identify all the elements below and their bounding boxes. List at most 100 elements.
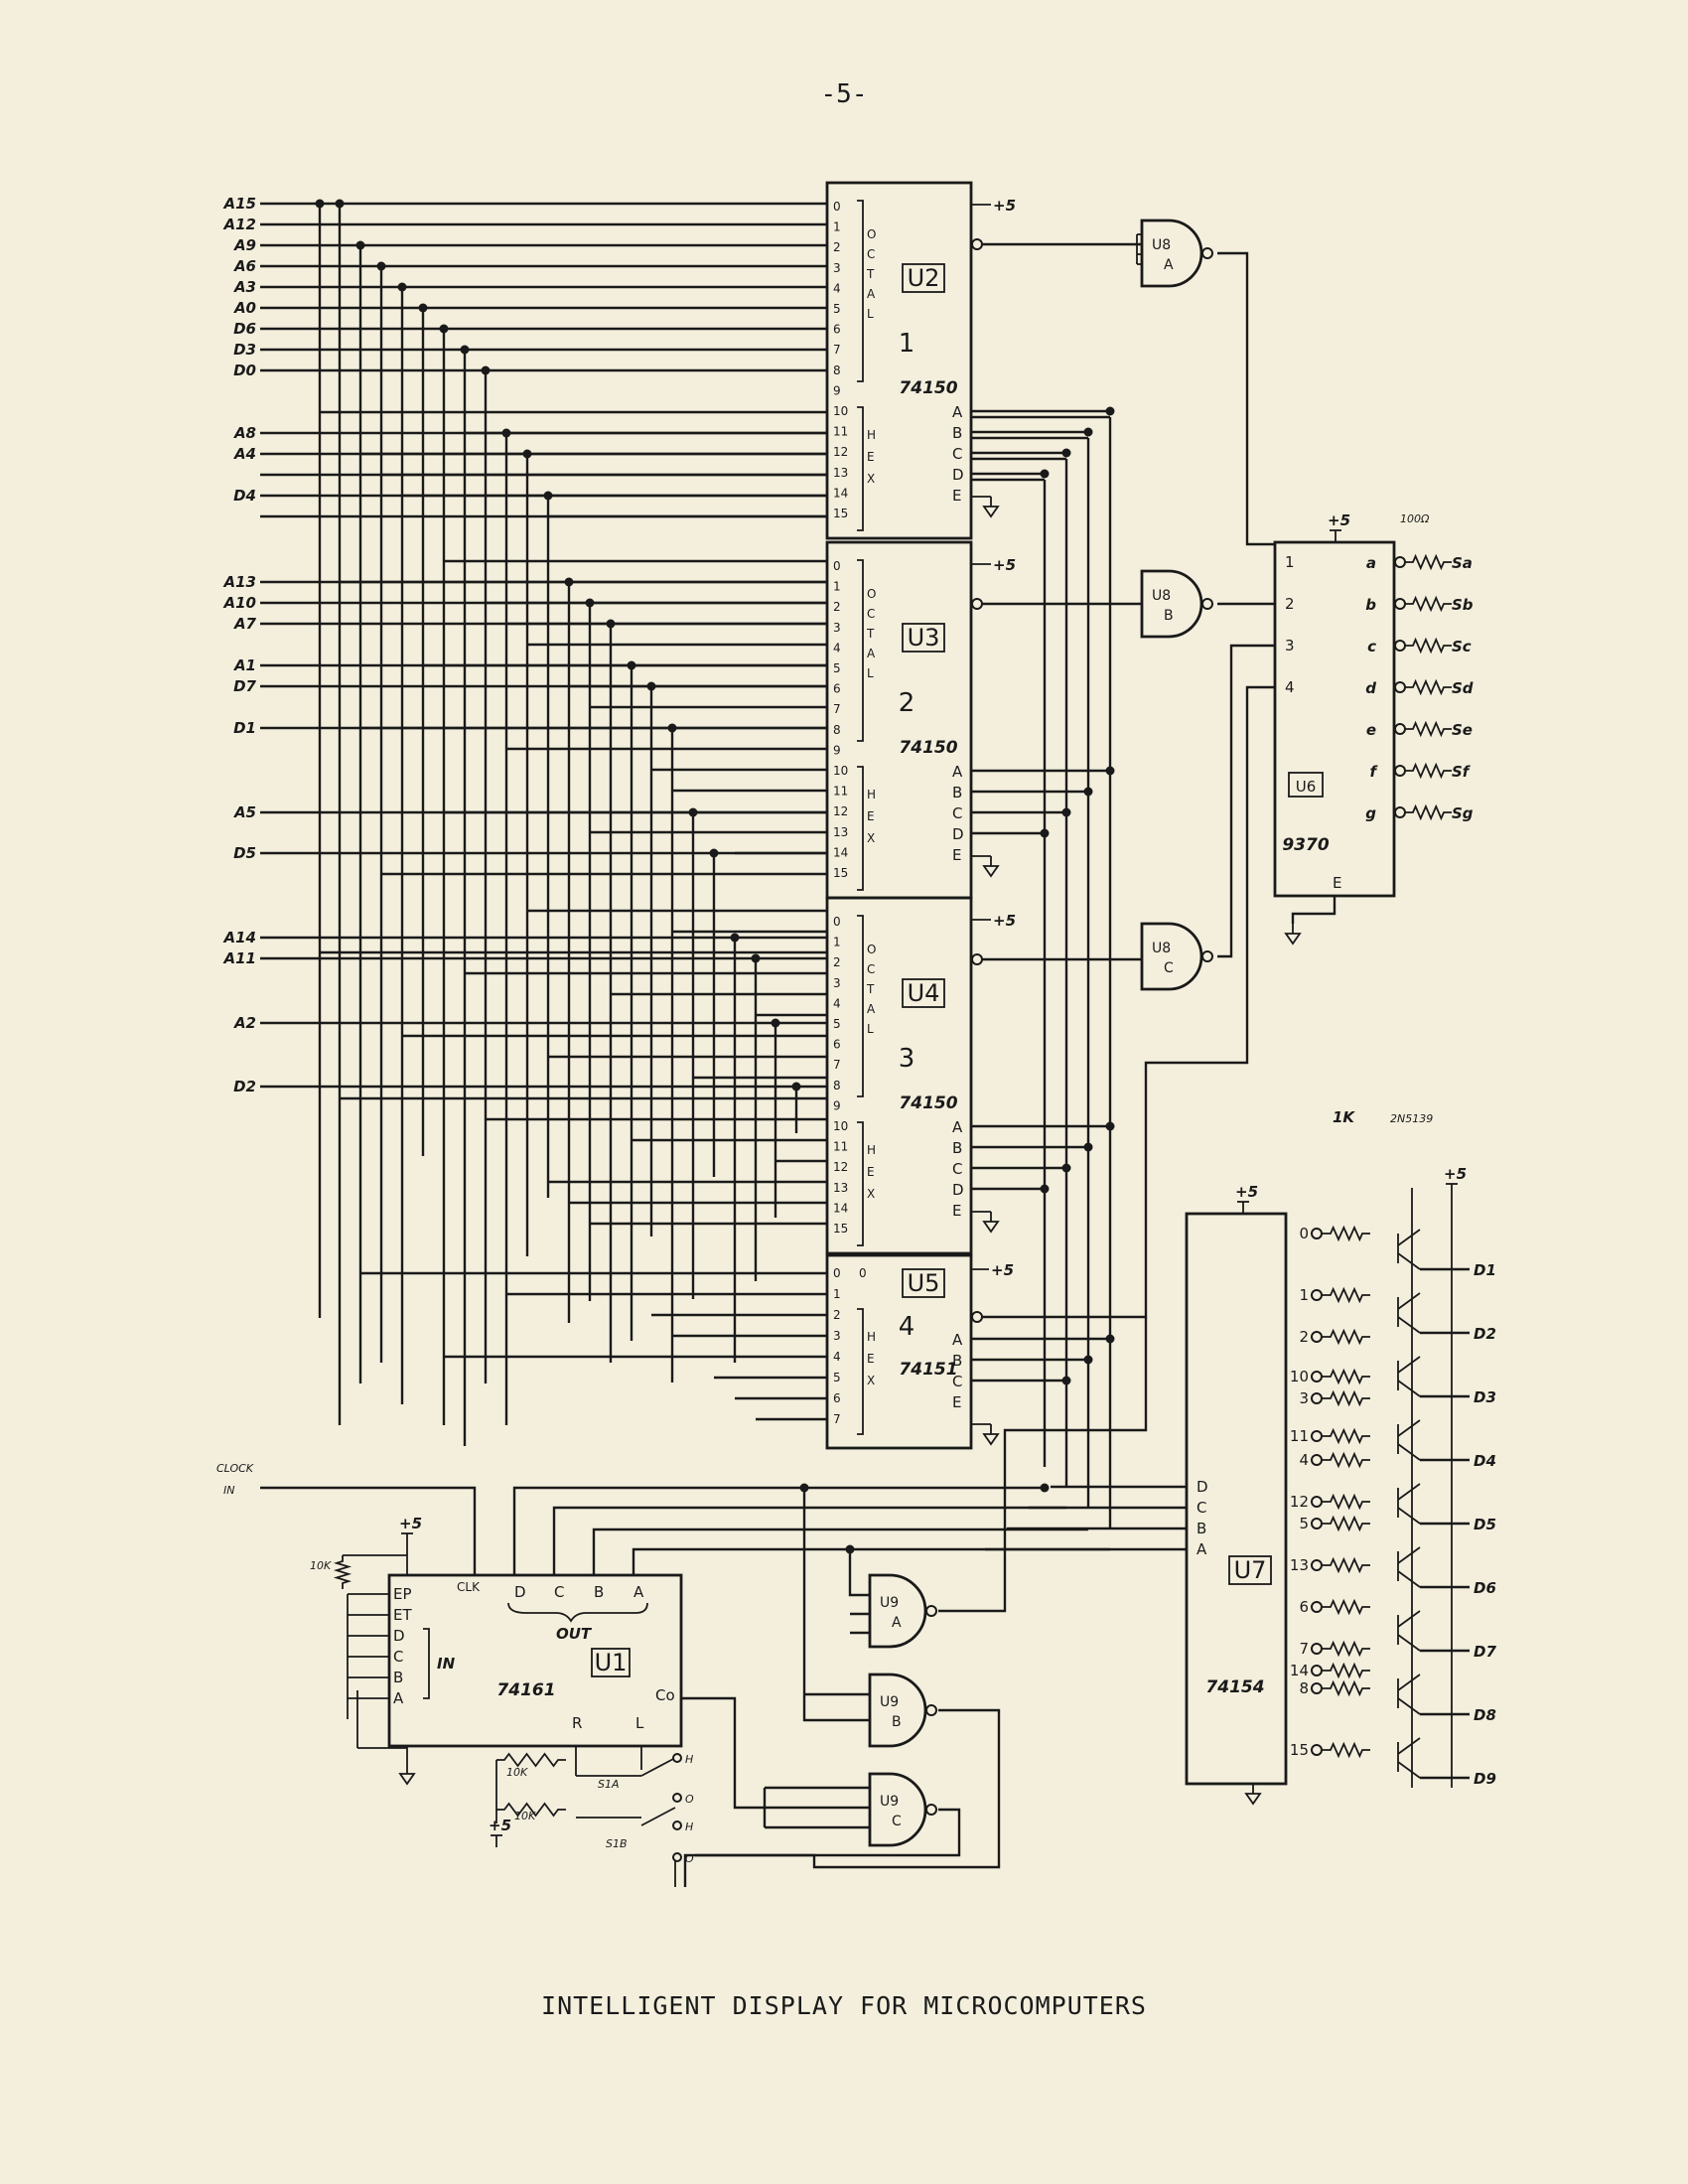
- u7-out-resistor-7: [1323, 1640, 1370, 1658]
- u1-ground: [398, 1773, 416, 1786]
- bus-junction-20: [730, 933, 740, 943]
- digit-D6: D6: [1474, 1579, 1496, 1597]
- switch-r1: [496, 1752, 566, 1768]
- u1-out-dot-2: [1040, 1483, 1050, 1493]
- input-D4: D4: [233, 487, 256, 505]
- u7-out-bubble-8: [1311, 1682, 1323, 1694]
- u5-sel-E: E: [952, 1393, 961, 1411]
- clock-wire: [260, 1486, 477, 1575]
- u2-vcc-label: +5: [993, 197, 1016, 215]
- u3-select-dot-0: [1105, 766, 1115, 776]
- u5-pin-6: 6: [833, 1391, 841, 1405]
- u7-out-11: 11: [1290, 1427, 1309, 1445]
- u4-ref: U4: [908, 979, 940, 1007]
- u3-hex-0: H: [867, 788, 876, 801]
- u4-sel-E: E: [952, 1202, 961, 1220]
- gate-u8a-ref: U8: [1152, 237, 1171, 253]
- u2-octal-0: O: [867, 227, 876, 241]
- u7-out-3: 3: [1299, 1389, 1309, 1407]
- u3-enable-ground: [982, 865, 1000, 878]
- transistor-vcc-label: +5: [1444, 1165, 1467, 1183]
- u2-sel-C: C: [952, 445, 962, 463]
- input-A8: A8: [233, 424, 256, 442]
- u3-pin-8: 8: [833, 723, 841, 737]
- input-A1: A1: [233, 656, 256, 674]
- switch-r2-label: 10K: [514, 1810, 536, 1822]
- gate-u8c-ref: U8: [1152, 941, 1171, 956]
- u1-in-brace: [423, 1628, 430, 1699]
- u1-out-A: A: [633, 1583, 644, 1601]
- u7-ref: U7: [1234, 1556, 1267, 1584]
- u3-hex-2: X: [867, 831, 875, 845]
- u6-seg-b: b: [1365, 596, 1376, 614]
- bus-junction-5: [418, 303, 428, 313]
- input-D7: D7: [233, 677, 256, 695]
- bus-junction-0: [315, 199, 325, 209]
- u4-output-bubble: [971, 953, 983, 965]
- bus-junction-12: [564, 577, 574, 587]
- input-A14: A14: [223, 929, 256, 946]
- u1-in-label: IN: [437, 1655, 456, 1673]
- digit-D8: D8: [1474, 1706, 1496, 1724]
- u4-pin-4: 4: [833, 996, 841, 1010]
- u7-out-14: 14: [1290, 1662, 1309, 1679]
- bus-junction-3: [376, 261, 386, 271]
- u5-pin0-out: 0: [859, 1266, 867, 1280]
- u7-resistor-label: 1K: [1333, 1108, 1355, 1126]
- u5-pin-4: 4: [833, 1350, 841, 1364]
- u1-vcc-label: +5: [399, 1515, 422, 1532]
- transistor-D9: [1397, 1737, 1421, 1779]
- u6-enable: E: [1333, 874, 1341, 892]
- u5-hex-brace: [857, 1308, 864, 1435]
- u5-enable-ground: [982, 1433, 1000, 1446]
- u2-pin-3: 3: [833, 261, 841, 275]
- u4-sel-D: D: [952, 1181, 964, 1199]
- u6-resistor-label: 100Ω: [1400, 512, 1430, 525]
- u7-out-resistor-15: [1323, 1741, 1370, 1759]
- u7-out-15: 15: [1290, 1741, 1309, 1759]
- u4-octal-3: A: [867, 1002, 876, 1016]
- gate-u9c-unit: C: [892, 1814, 902, 1829]
- u9a-out: [938, 1317, 1148, 1613]
- input-D0: D0: [233, 362, 256, 379]
- u2-pin-15: 15: [833, 507, 848, 520]
- u2-select-dot-3: [1040, 469, 1050, 479]
- input-A11: A11: [223, 949, 256, 967]
- gate-u8a-bubble: [1201, 247, 1213, 259]
- u7-out-5: 5: [1299, 1515, 1309, 1532]
- u7-out-6: 6: [1299, 1598, 1309, 1616]
- chip-u6: [1273, 540, 1396, 898]
- bus-junction-18: [688, 807, 698, 817]
- u1-pin-ET: ET: [393, 1606, 412, 1624]
- u2-select-dot-2: [1061, 448, 1071, 458]
- u2-hex-brace: [857, 406, 864, 531]
- u1-out-B: B: [594, 1583, 604, 1601]
- input-A13: A13: [223, 573, 256, 591]
- u7-out-resistor-11: [1323, 1427, 1370, 1445]
- u6-in-1: 1: [1285, 553, 1295, 571]
- bus-junction-22: [771, 1018, 780, 1028]
- u7-out-2: 2: [1299, 1328, 1309, 1346]
- u6-seg-bubble-b: [1394, 598, 1406, 610]
- u3-sel-A: A: [952, 763, 963, 781]
- gate-u9c-ref: U9: [880, 1794, 899, 1810]
- u6-ground: [1284, 933, 1302, 946]
- u5-pin-3: 3: [833, 1329, 841, 1343]
- u1-pin-C: C: [393, 1648, 403, 1666]
- u4-octal-1: C: [867, 962, 875, 976]
- u7-out-12: 12: [1290, 1493, 1309, 1511]
- u4-part: 74150: [899, 1093, 957, 1113]
- input-D5: D5: [233, 844, 256, 862]
- u7-out-resistor-10: [1323, 1368, 1370, 1385]
- u7-out-resistor-3: [1323, 1389, 1370, 1407]
- u3-octal-1: C: [867, 607, 875, 621]
- u4-sel-C: C: [952, 1160, 962, 1178]
- switch-contact-3: [672, 1852, 682, 1862]
- u3-pin-1: 1: [833, 580, 841, 594]
- u7-out-resistor-1: [1323, 1286, 1370, 1304]
- gate-u8c-unit: C: [1164, 960, 1174, 976]
- u6-out-Sg: Sg: [1452, 804, 1474, 822]
- u1-pin-B: B: [393, 1669, 403, 1686]
- u5-ref: U5: [908, 1269, 940, 1297]
- u2-octal-brace: [857, 200, 864, 382]
